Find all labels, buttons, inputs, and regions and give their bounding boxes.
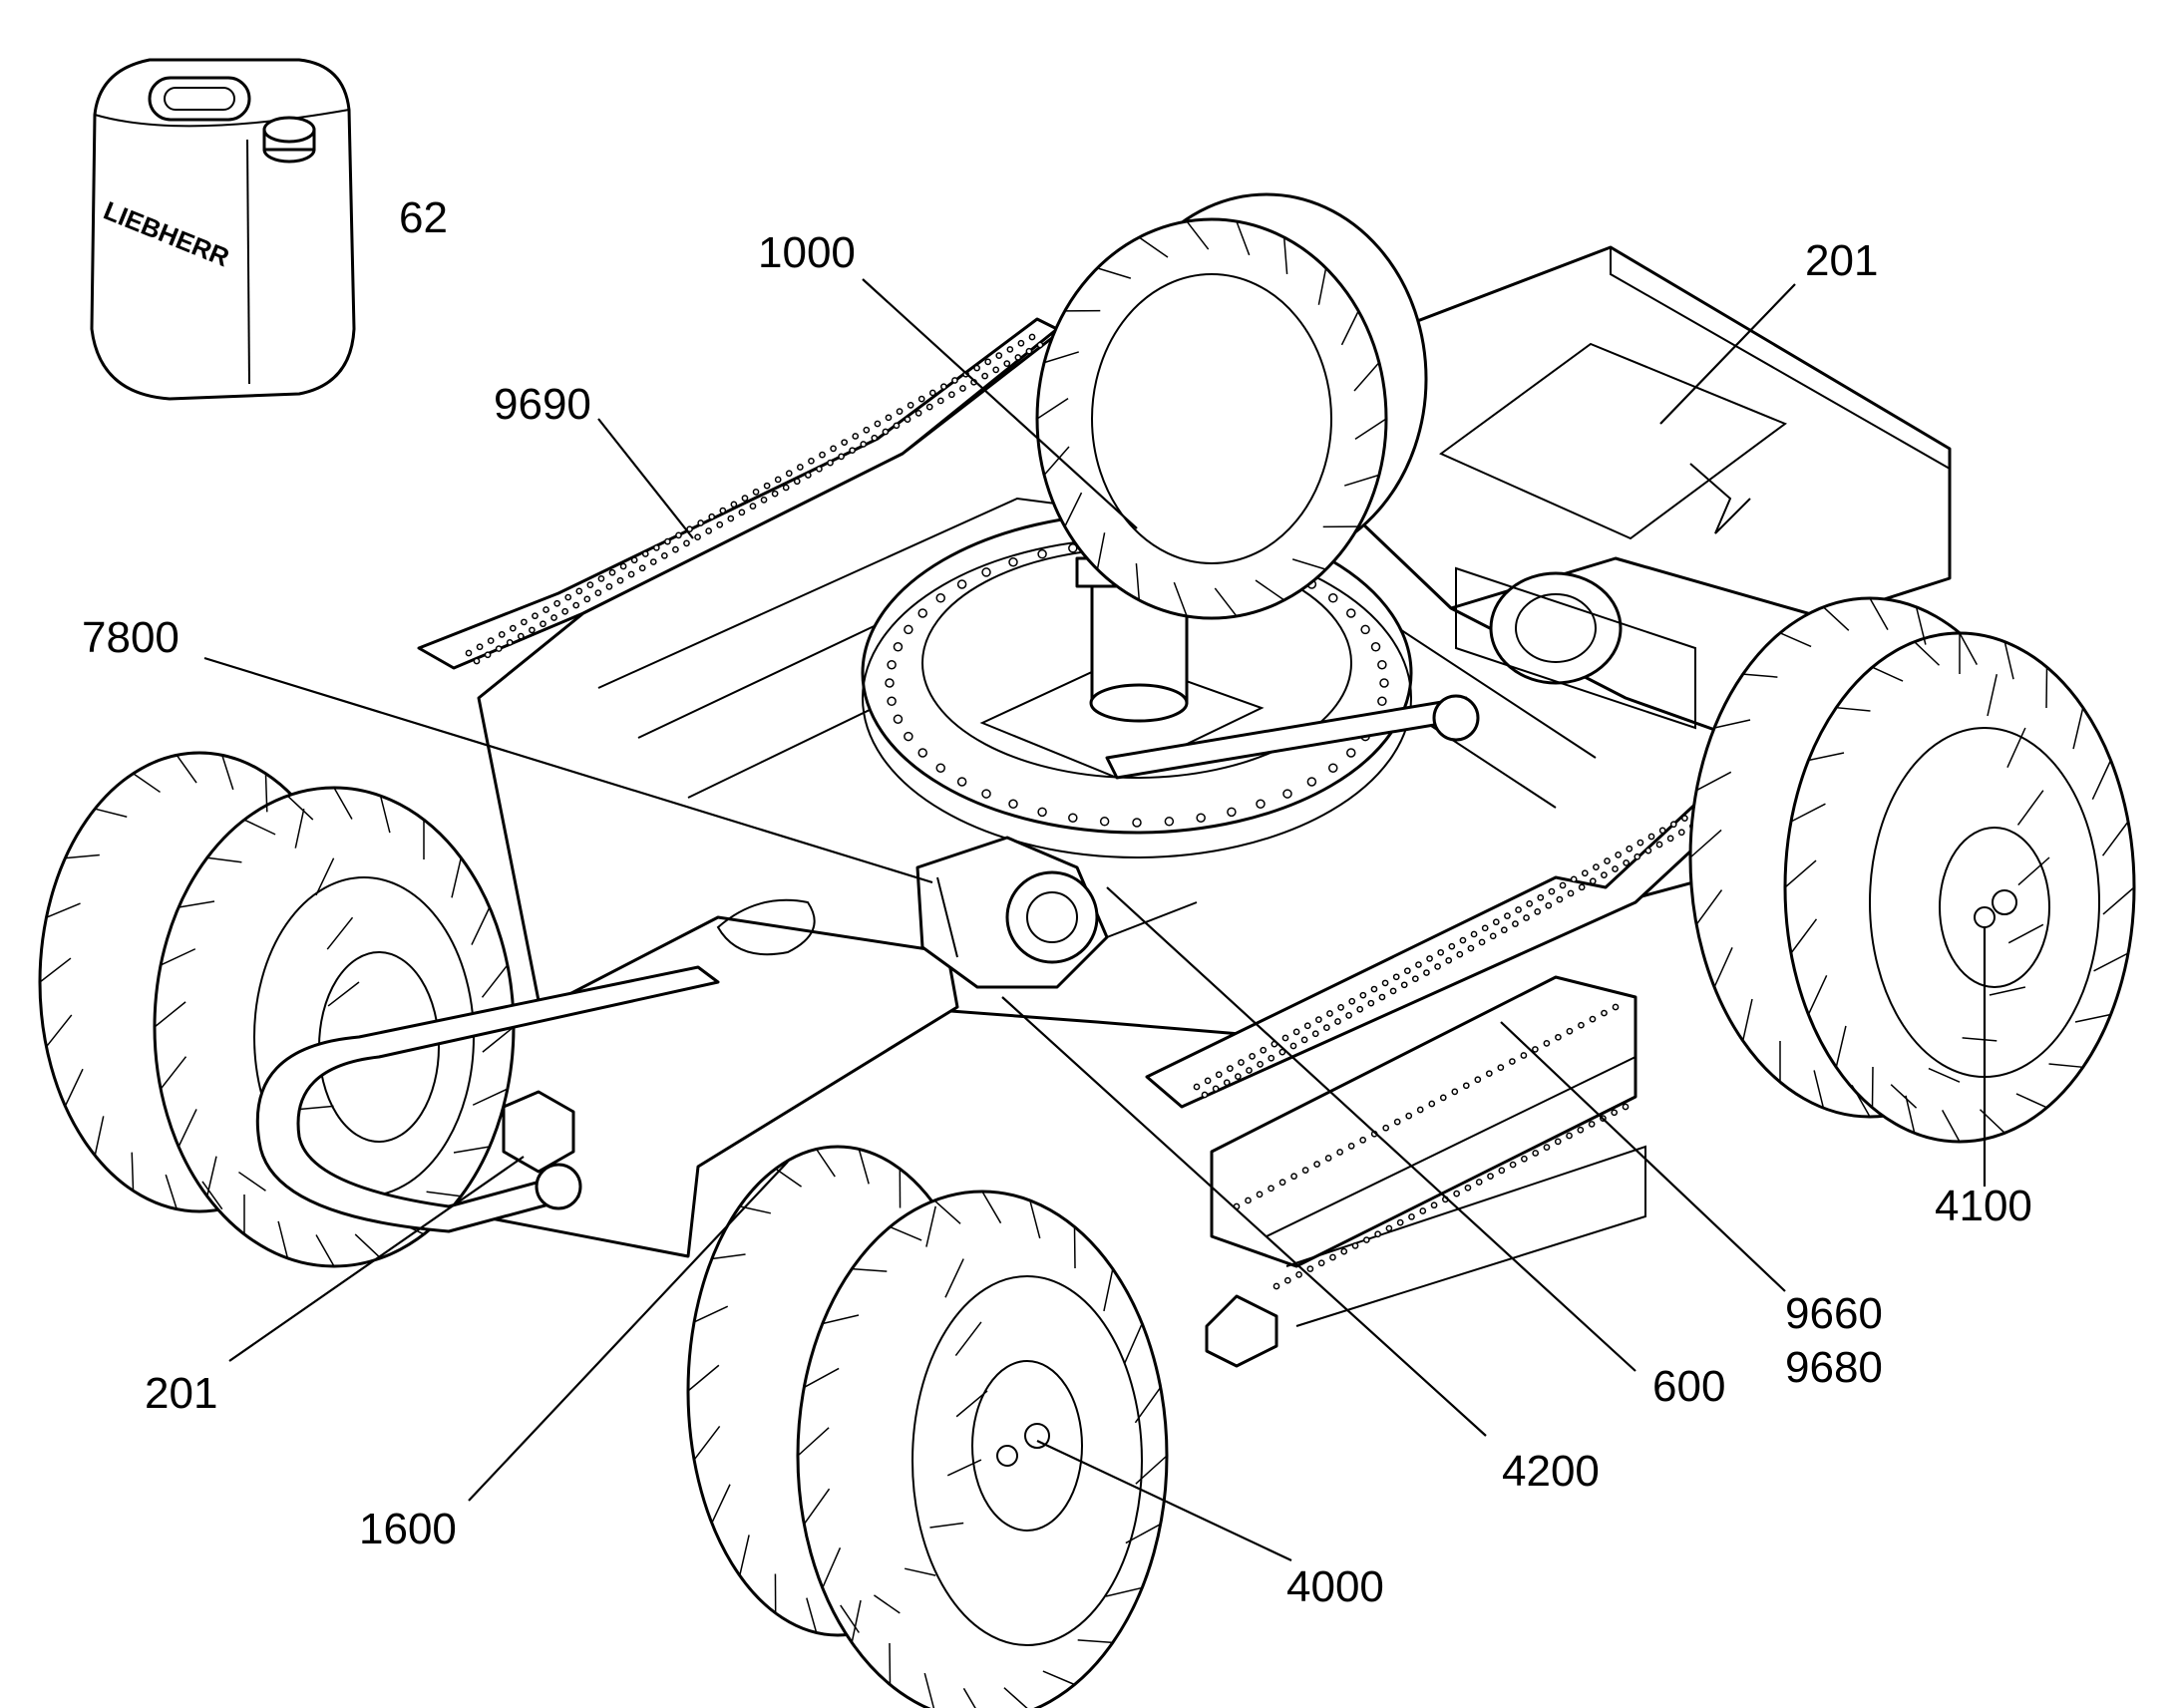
callout-9680: 9680 (1785, 1343, 1883, 1392)
wheel-front-left (38, 751, 516, 1268)
callout-4000: 4000 (1286, 1562, 1384, 1611)
callout-4200: 4200 (1502, 1447, 1600, 1496)
front-bumper (255, 965, 720, 1233)
driveshaft (1105, 694, 1480, 780)
leader-9660 (1500, 1021, 1786, 1292)
oil-canister: LIEBHERR (90, 58, 356, 401)
transmission (915, 836, 1198, 989)
callout-labels: 62 1000 201 9690 7800 4100 9660 9680 600… (82, 193, 2032, 1611)
callout-9660: 9660 (1785, 1289, 1883, 1338)
callout-1000: 1000 (758, 228, 856, 277)
leader-7800 (203, 656, 933, 884)
tyre-treads (39, 220, 2135, 1708)
leader-1600 (468, 1161, 789, 1502)
running-board-perforations (465, 333, 1752, 1290)
leader-9690 (597, 418, 694, 539)
leader-4200 (1001, 996, 1487, 1437)
wheel-front-right (686, 1145, 1169, 1708)
wheel-rear-right (1688, 596, 2136, 1144)
callout-1600: 1600 (359, 1505, 457, 1553)
leader-201-top (1659, 283, 1796, 425)
callout-4100: 4100 (1935, 1182, 2032, 1230)
leader-201-bot (228, 1156, 525, 1362)
leader-1000 (862, 278, 1138, 529)
callout-9690: 9690 (494, 380, 591, 429)
callout-201-top: 201 (1805, 236, 1878, 285)
callout-7800: 7800 (82, 613, 180, 662)
leader-4000 (1036, 1440, 1292, 1561)
callout-62: 62 (399, 193, 448, 242)
leader-600 (1106, 886, 1636, 1372)
rear-axle-differential (1455, 566, 1696, 730)
leader-lines (203, 278, 1987, 1561)
callout-201-bot: 201 (145, 1369, 217, 1418)
callout-600: 600 (1652, 1362, 1725, 1411)
